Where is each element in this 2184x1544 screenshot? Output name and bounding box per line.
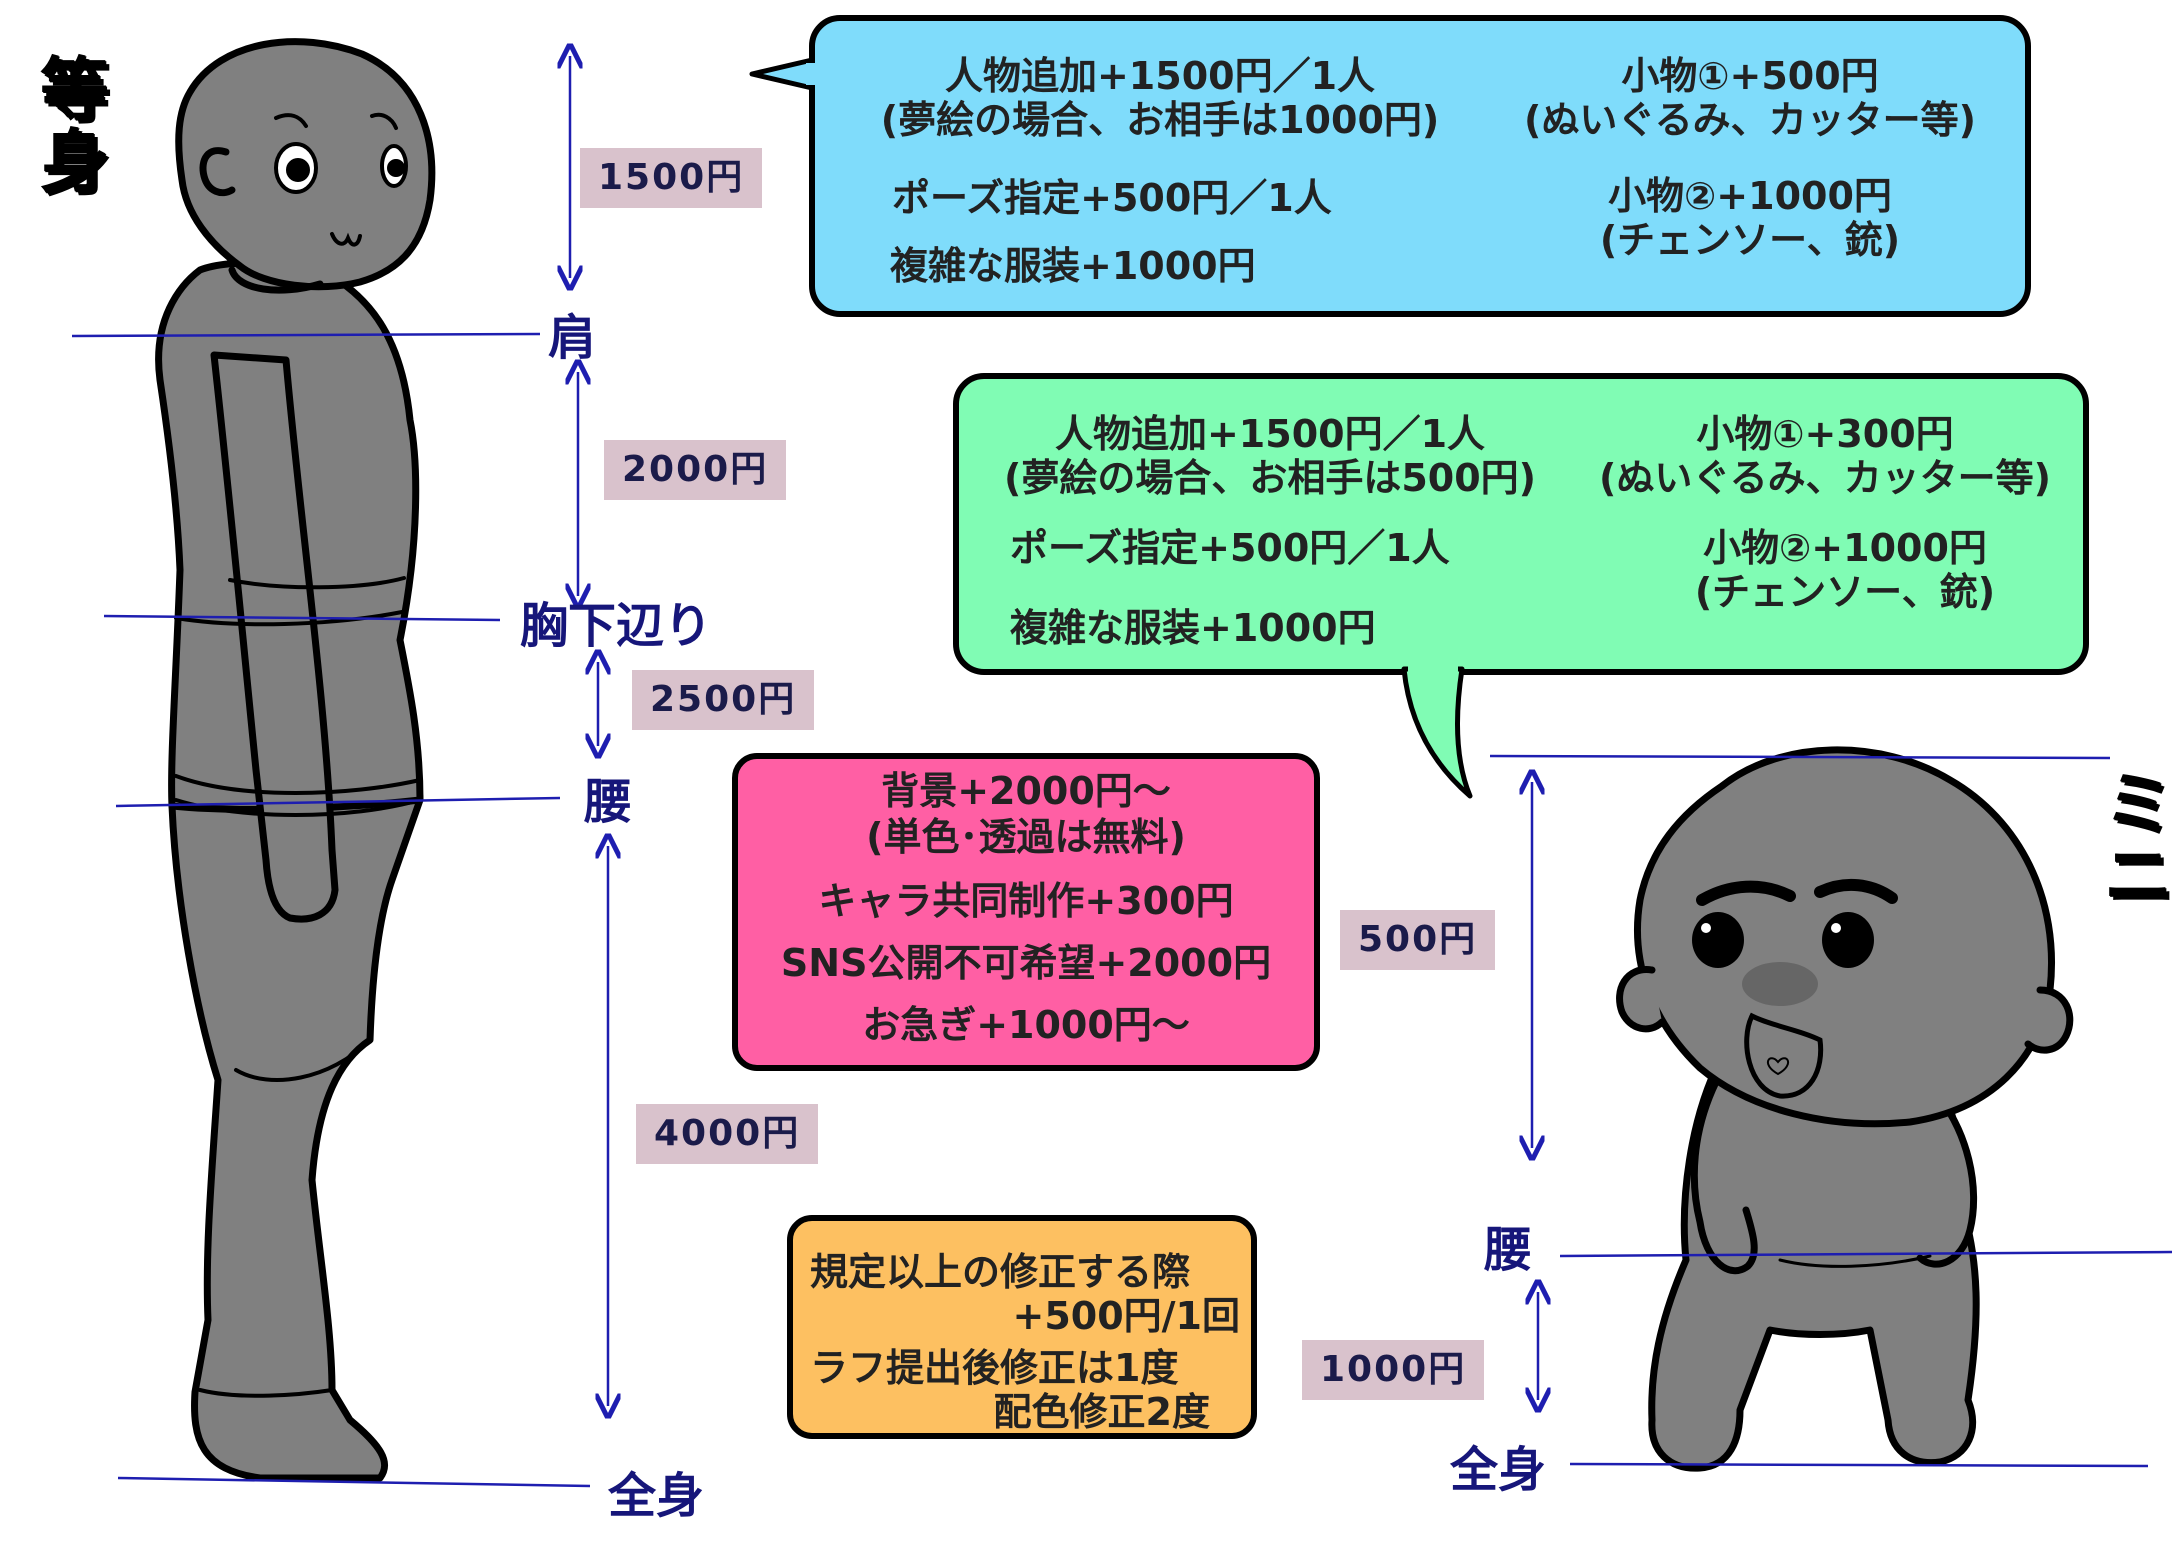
price-shoulder: 1500円	[580, 148, 763, 208]
orange-box	[787, 1215, 1257, 1439]
tall-figure	[155, 38, 436, 1482]
pink-line2: (単色･透過は無料)	[866, 815, 1186, 859]
blue-outfit: 複雑な服装+1000円	[890, 244, 1256, 288]
mark-waist-left: 腰	[584, 774, 633, 830]
blue-prop1-block: 小物①+500円 (ぬいぐるみ、カッター等)	[1500, 54, 2000, 142]
title-tall-char-1: 等	[40, 52, 109, 131]
mark-waist-right: 腰	[1484, 1222, 1533, 1278]
mark-full-right: 全身	[1450, 1442, 1547, 1498]
blue-prop2-block: 小物②+1000円 (チェンソー、銃)	[1500, 174, 2000, 262]
tall-figure-details	[174, 112, 422, 1398]
green-outfit: 複雑な服装+1000円	[1010, 606, 1376, 650]
blue-people-line1: 人物追加+1500円／1人	[944, 54, 1376, 98]
green-people-line1: 人物追加+1500円／1人	[1054, 412, 1486, 456]
pink-box	[732, 753, 1320, 1071]
orange-line1: 規定以上の修正する際	[810, 1250, 1191, 1294]
price-under-chest: 2000円	[604, 440, 787, 500]
blue-people-block: 人物追加+1500円／1人 (夢絵の場合、お相手は1000円)	[860, 54, 1460, 142]
chibi-figure	[1616, 746, 2074, 1472]
blue-bubble	[749, 15, 2031, 317]
title-mini-char-1: ミ	[2104, 766, 2173, 845]
pink-block: 背景+2000円～ (単色･透過は無料) キャラ共同制作+300円 SNS公開不…	[745, 768, 1307, 1048]
green-pose: ポーズ指定+500円／1人	[1010, 526, 1450, 570]
price-full-left: 4000円	[636, 1104, 819, 1164]
pink-line1: 背景+2000円～	[881, 769, 1171, 813]
green-prop1-block: 小物①+300円 (ぬいぐるみ、カッター等)	[1580, 412, 2070, 500]
price-full-right: 1000円	[1302, 1340, 1485, 1400]
blue-prop1-line1: 小物①+500円	[1621, 54, 1879, 98]
title-mini: ミ ニ	[2094, 770, 2184, 914]
blue-prop1-line2: (ぬいぐるみ、カッター等)	[1524, 98, 1976, 142]
price-waist-left: 2500円	[632, 670, 815, 730]
green-prop2-block: 小物②+1000円 (チェンソー、銃)	[1620, 526, 2070, 614]
pink-line5: お急ぎ+1000円～	[862, 1003, 1190, 1047]
right-guides	[1489, 754, 2173, 1468]
chibi-figure-details	[1692, 878, 1932, 1268]
green-bubble	[953, 373, 2089, 799]
green-prop1-line1: 小物①+300円	[1696, 412, 1954, 456]
blue-prop2-line2: (チェンソー、銃)	[1599, 218, 1901, 262]
orange-line2: +500円/1回	[1012, 1294, 1240, 1338]
title-tall: 等 身	[30, 56, 120, 200]
price-waist-right: 500円	[1340, 910, 1496, 970]
mark-shoulder: 肩	[548, 310, 597, 366]
green-prop2-line2: (チェンソー、銃)	[1694, 570, 1996, 614]
mark-full-left: 全身	[608, 1468, 705, 1524]
blue-prop2-line1: 小物②+1000円	[1608, 174, 1892, 218]
green-prop2-line1: 小物②+1000円	[1703, 526, 1987, 570]
green-people-line2: (夢絵の場合、お相手は500円)	[1003, 456, 1537, 500]
blue-pose: ポーズ指定+500円／1人	[892, 176, 1332, 220]
mark-under-chest: 胸下辺り	[520, 598, 713, 654]
title-tall-char-2: 身	[40, 124, 109, 203]
orange-line4: 配色修正2度	[993, 1390, 1210, 1434]
pink-line3: キャラ共同制作+300円	[818, 879, 1234, 923]
orange-block: 規定以上の修正する際 +500円/1回 ラフ提出後修正は1度 配色修正2度	[810, 1250, 1240, 1434]
orange-line3: ラフ提出後修正は1度	[810, 1346, 1179, 1390]
title-mini-char-2: ニ	[2104, 838, 2173, 917]
green-people-block: 人物追加+1500円／1人 (夢絵の場合、お相手は500円)	[980, 412, 1560, 500]
pink-line4: SNS公開不可希望+2000円	[780, 941, 1272, 985]
green-prop1-line2: (ぬいぐるみ、カッター等)	[1599, 456, 2051, 500]
left-guides	[71, 56, 608, 1488]
blue-people-line2: (夢絵の場合、お相手は1000円)	[880, 98, 1440, 142]
